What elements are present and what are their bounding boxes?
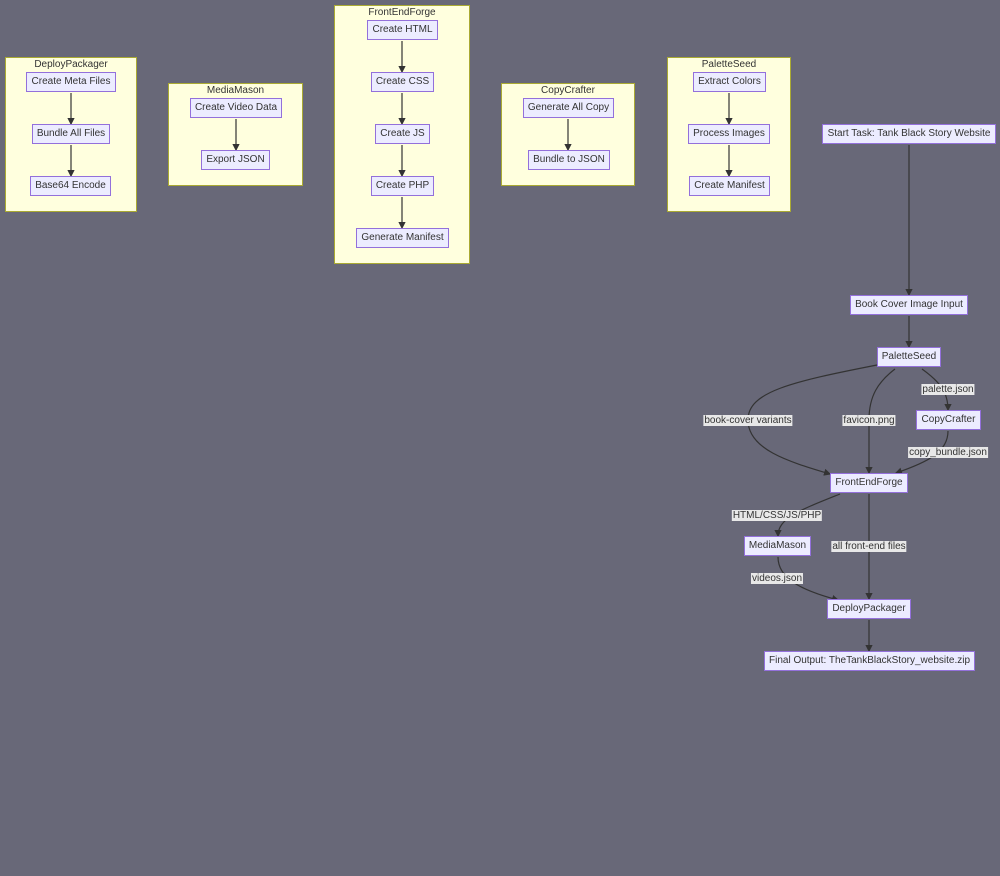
node-start-task: Start Task: Tank Black Story Website (822, 124, 996, 144)
node-bundle-all-files: Bundle All Files (32, 124, 110, 144)
edge-label-all-frontend: all front-end files (831, 541, 907, 552)
node-create-php: Create PHP (371, 176, 434, 196)
cluster-title: PaletteSeed (701, 59, 757, 70)
node-book-cover-input: Book Cover Image Input (850, 295, 968, 315)
node-process-images: Process Images (688, 124, 770, 144)
node-create-video-data: Create Video Data (190, 98, 282, 118)
node-mediamason: MediaMason (744, 536, 811, 556)
node-extract-colors: Extract Colors (693, 72, 766, 92)
node-generate-manifest: Generate Manifest (356, 228, 449, 248)
node-bundle-to-json: Bundle to JSON (528, 150, 610, 170)
cluster-title: DeployPackager (34, 59, 108, 70)
edge-label-book-cover-variants: book-cover variants (703, 415, 793, 426)
edge-label-palette-json: palette.json (921, 384, 975, 395)
node-create-css: Create CSS (371, 72, 434, 92)
cluster-title: CopyCrafter (541, 85, 595, 96)
node-export-json: Export JSON (201, 150, 270, 170)
edge-label-html-css-js-php: HTML/CSS/JS/PHP (731, 510, 823, 521)
node-copycrafter: CopyCrafter (916, 410, 981, 430)
node-create-js: Create JS (375, 124, 430, 144)
cluster-title: MediaMason (206, 85, 265, 96)
node-create-html: Create HTML (367, 20, 438, 40)
node-create-manifest: Create Manifest (689, 176, 770, 196)
node-base64-encode: Base64 Encode (30, 176, 111, 196)
node-generate-all-copy: Generate All Copy (523, 98, 614, 118)
cluster-title: FrontEndForge (368, 7, 436, 18)
node-frontendforge: FrontEndForge (830, 473, 908, 493)
node-create-meta-files: Create Meta Files (26, 72, 116, 92)
node-paletteseed: PaletteSeed (877, 347, 941, 367)
edge-label-videos-json: videos.json (750, 573, 804, 584)
edge-label-favicon: favicon.png (842, 415, 896, 426)
node-deploypackager: DeployPackager (827, 599, 911, 619)
node-final-output: Final Output: TheTankBlackStory_website.… (764, 651, 975, 671)
edge-label-copy-bundle: copy_bundle.json (908, 447, 988, 458)
